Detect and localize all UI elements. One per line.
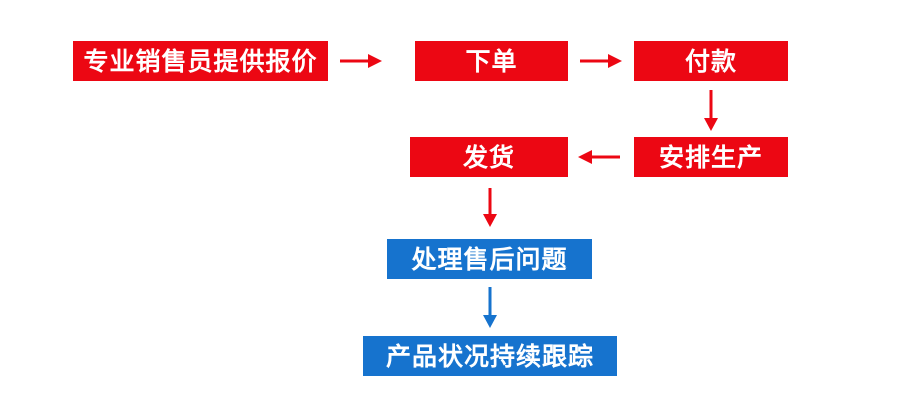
arrow-payment-to-production-icon <box>701 88 721 132</box>
arrow-production-to-ship-icon <box>576 147 624 167</box>
flow-node-production[interactable]: 安排生产 <box>634 137 788 177</box>
flow-node-aftersales[interactable]: 处理售后问题 <box>387 239 592 279</box>
arrow-quote-to-order-icon <box>336 51 384 71</box>
flow-node-ship[interactable]: 发货 <box>410 137 568 177</box>
arrow-ship-to-aftersales-icon <box>480 186 500 228</box>
flow-node-quote[interactable]: 专业销售员提供报价 <box>73 41 328 81</box>
flow-node-payment[interactable]: 付款 <box>634 41 788 81</box>
flow-node-order[interactable]: 下单 <box>415 41 568 81</box>
arrow-order-to-payment-icon <box>576 51 624 71</box>
arrow-aftersales-to-tracking-icon <box>480 285 500 329</box>
flow-node-tracking[interactable]: 产品状况持续跟踪 <box>363 336 617 376</box>
